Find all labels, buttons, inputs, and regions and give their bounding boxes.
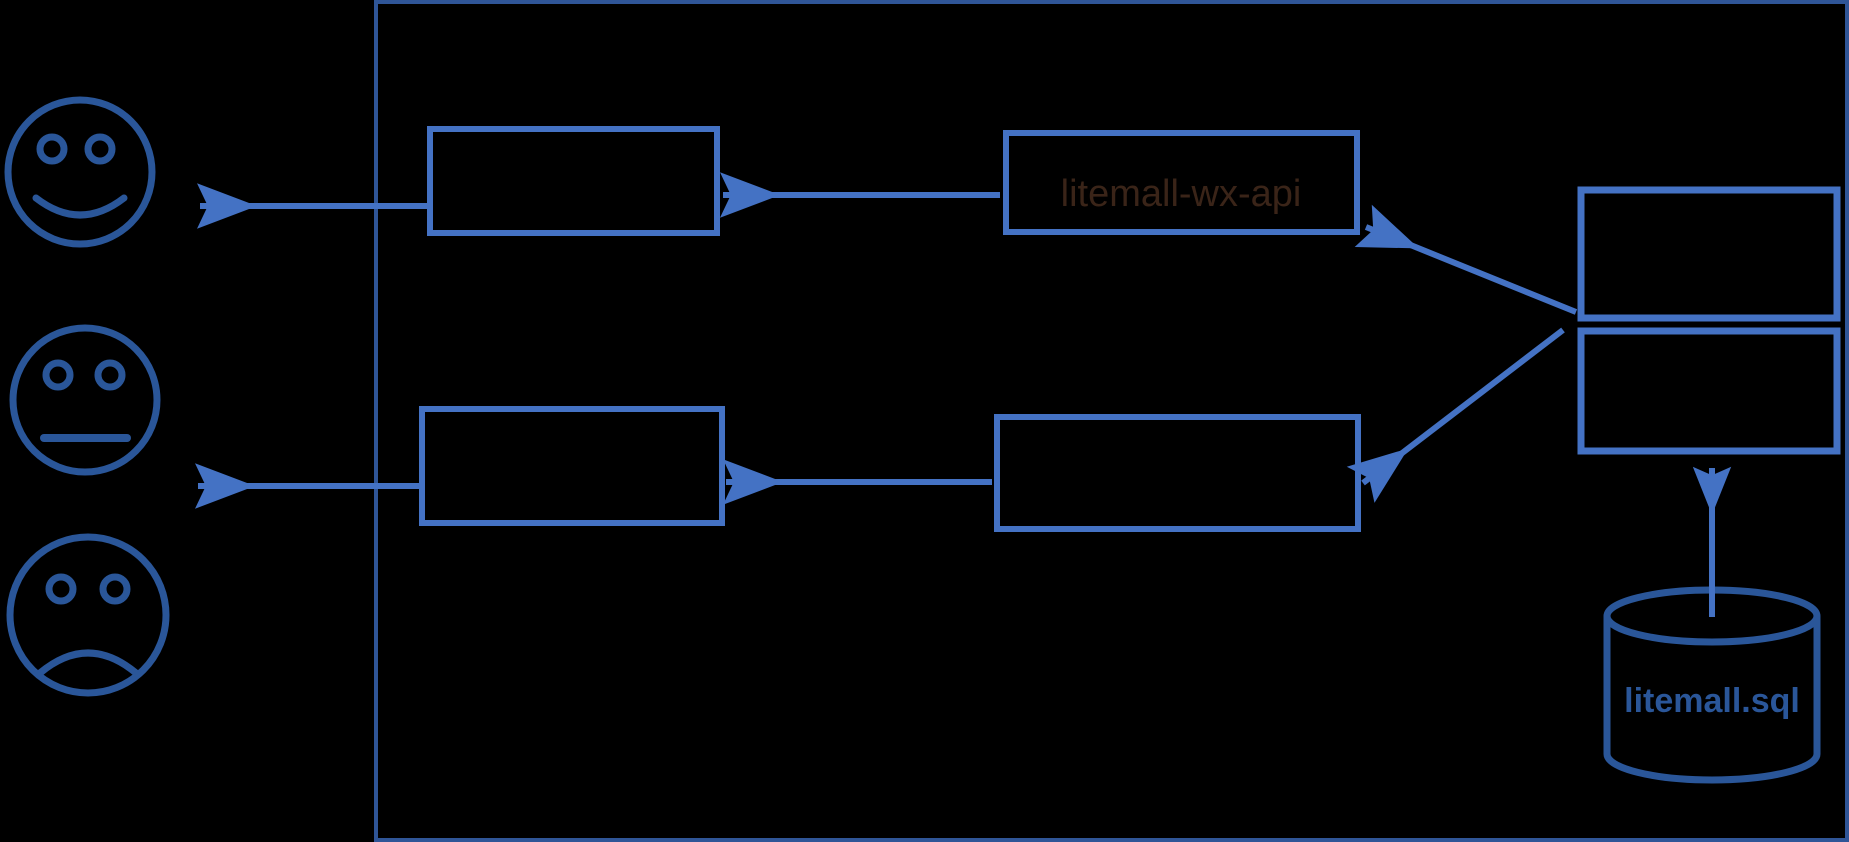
actor-neutral	[9, 324, 161, 476]
box-bottom-left[interactable]	[419, 406, 725, 526]
actor-sad	[6, 533, 170, 697]
eye-right-icon	[94, 359, 126, 391]
box-top-middle-label: litemall-wx-api	[1061, 173, 1302, 215]
eye-right-icon	[99, 573, 131, 605]
arrow-rightstack-to-bottommiddle	[1346, 327, 1565, 503]
box-right-lower[interactable]	[1577, 327, 1841, 455]
db-cylinder-body-icon	[1603, 616, 1821, 784]
mouth-frown-icon	[36, 649, 140, 677]
system-boundary	[374, 0, 1849, 842]
db-label: litemall.sql	[1624, 682, 1800, 720]
eye-left-icon	[42, 359, 74, 391]
eye-left-icon	[45, 573, 77, 605]
eye-right-icon	[84, 133, 116, 165]
box-right-upper[interactable]	[1577, 186, 1841, 322]
actor-happy	[4, 96, 156, 248]
mouth-smile-icon	[32, 194, 128, 219]
db-litemall-sql[interactable]: litemall.sql	[1603, 586, 1821, 784]
box-top-middle[interactable]	[1003, 130, 1360, 235]
box-bottom-middle[interactable]	[994, 414, 1361, 532]
eye-left-icon	[36, 133, 68, 165]
box-top-left[interactable]	[427, 126, 720, 236]
arrow-rightstack-to-wxapi	[1354, 204, 1578, 315]
